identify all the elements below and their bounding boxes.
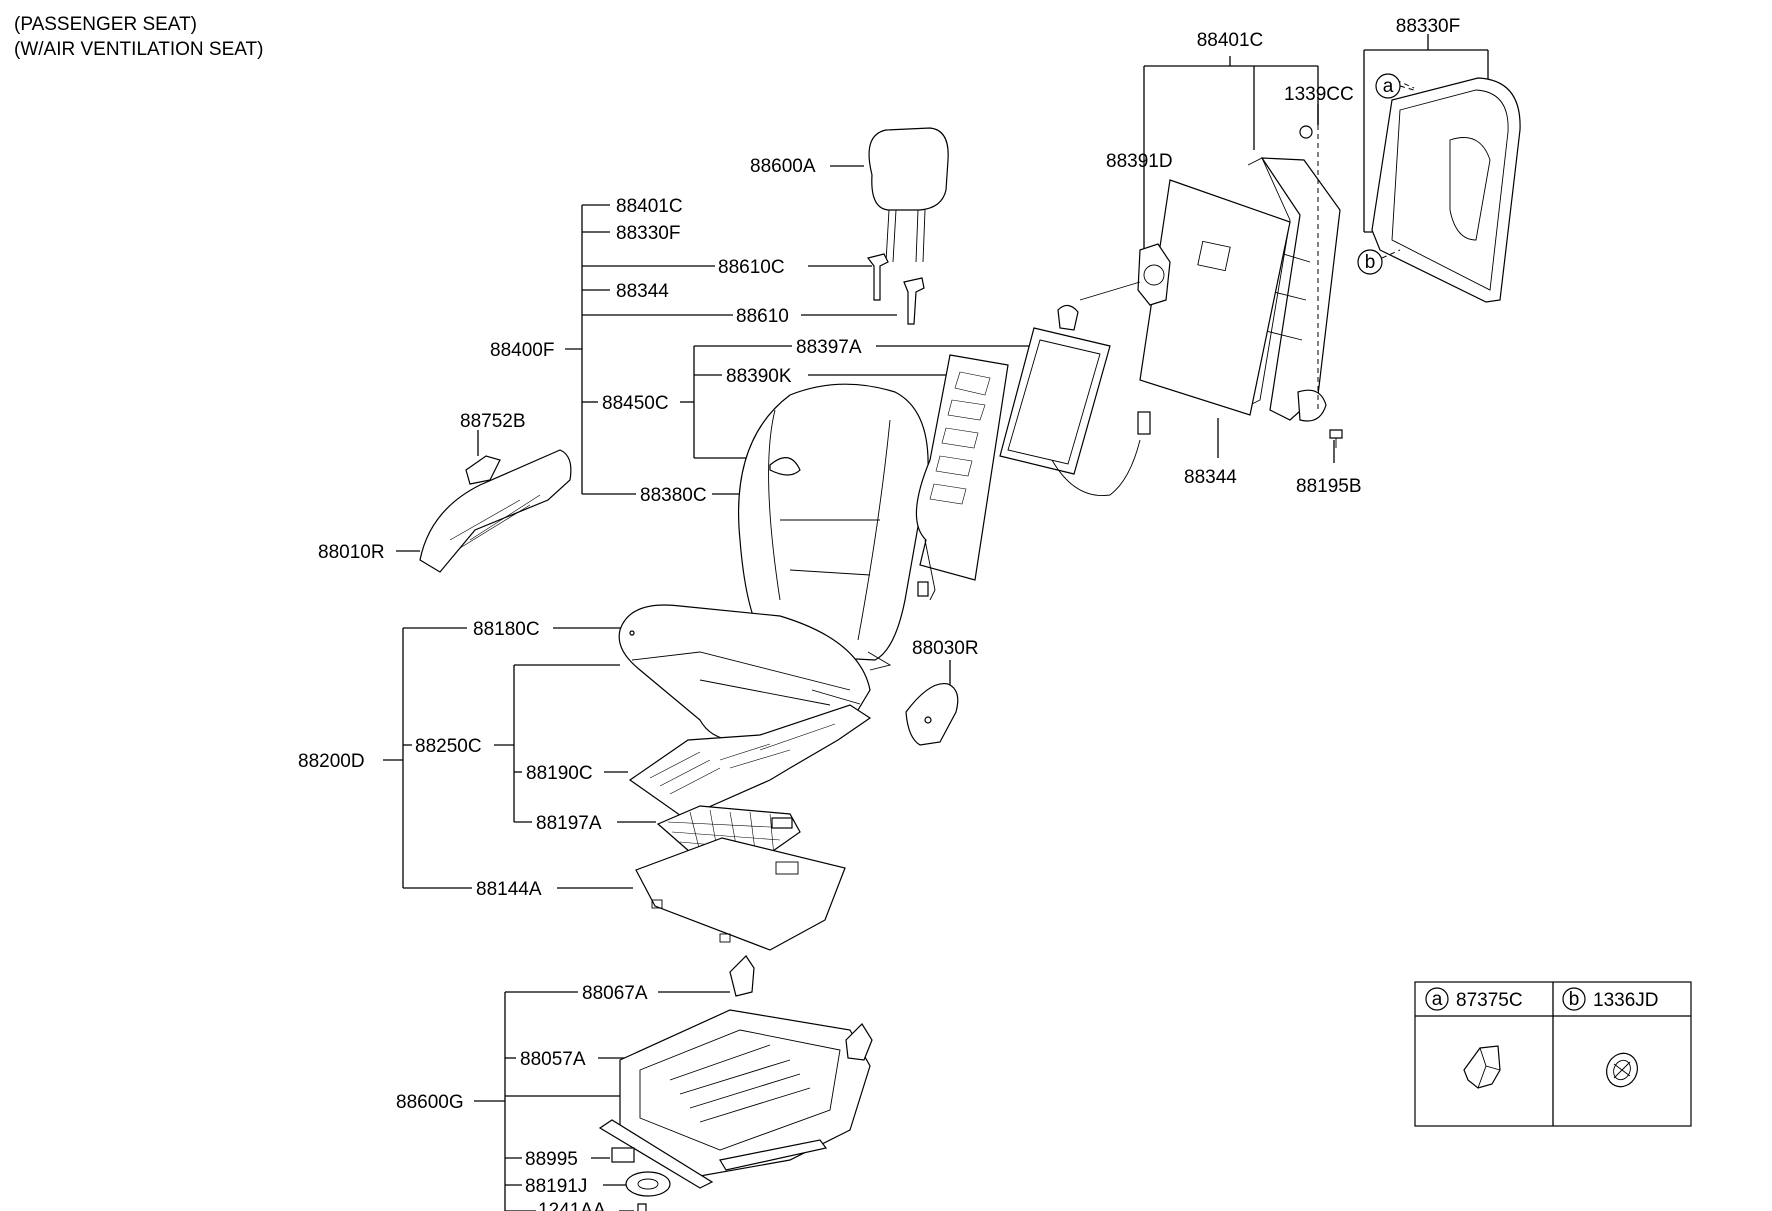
recliner-drawing <box>1079 243 1171 306</box>
side-shield-drawing <box>419 449 572 573</box>
label-88995: 88995 <box>525 1149 578 1170</box>
label-88600G: 88600G <box>396 1092 464 1113</box>
header-line-1: (PASSENGER SEAT) <box>14 14 197 35</box>
label-88191J: 88191J <box>525 1176 587 1197</box>
label-88401C-top: 88401C <box>1197 30 1264 51</box>
label-88057A: 88057A <box>520 1049 586 1070</box>
label-88330F-top: 88330F <box>1396 16 1460 37</box>
legend-b-part: 1336JD <box>1593 990 1659 1011</box>
label-88610C: 88610C <box>718 257 785 278</box>
legend-a-part: 87375C <box>1456 990 1523 1011</box>
label-88200D: 88200D <box>298 751 365 772</box>
seat-track-drawing <box>598 955 873 1211</box>
label-88380C: 88380C <box>640 485 707 506</box>
label-88030R: 88030R <box>912 638 979 659</box>
legend-b-letter: b <box>1569 989 1580 1010</box>
back-board-drawing <box>1139 179 1291 416</box>
cushion-mesh-drawing <box>656 805 801 861</box>
label-88600A: 88600A <box>750 156 816 177</box>
part-labels: 88401C 88330F 1339CC 88391D 88344 88195B… <box>298 16 1460 1211</box>
svg-text:b: b <box>1365 252 1376 273</box>
label-88344-right: 88344 <box>1184 467 1237 488</box>
label-88067A: 88067A <box>582 983 648 1004</box>
label-1339CC: 1339CC <box>1284 84 1354 105</box>
back-cover-drawing <box>737 383 929 671</box>
label-88610: 88610 <box>736 306 789 327</box>
label-88197A: 88197A <box>536 813 602 834</box>
label-88010R: 88010R <box>318 542 385 563</box>
label-88450C: 88450C <box>602 393 669 414</box>
clip-icon <box>1463 1045 1501 1089</box>
cushion-cover-drawing <box>618 604 871 741</box>
label-88344: 88344 <box>616 281 669 302</box>
legend-a-letter: a <box>1432 989 1443 1010</box>
svg-text:a: a <box>1383 76 1394 97</box>
ventilation-mat-drawing <box>999 304 1151 497</box>
label-88401C: 88401C <box>616 196 683 217</box>
headrest-drawing <box>868 127 949 263</box>
label-88330F: 88330F <box>616 223 680 244</box>
label-88250C: 88250C <box>415 736 482 757</box>
cushion-pad-drawing <box>635 837 846 951</box>
callout-a: a <box>1375 73 1415 99</box>
label-88397A: 88397A <box>796 337 862 358</box>
back-frame-drawing <box>1239 125 1341 422</box>
back-heater-pad-drawing <box>915 354 1009 601</box>
grommet-icon <box>1606 1052 1638 1088</box>
side-trim-drawing <box>905 682 959 746</box>
label-88190C: 88190C <box>526 763 593 784</box>
back-panel-drawing <box>1371 77 1521 303</box>
header-line-2: (W/AIR VENTILATION SEAT) <box>14 39 263 60</box>
leader-lines <box>383 34 1489 1211</box>
label-88391D: 88391D <box>1106 151 1173 172</box>
label-88195B: 88195B <box>1296 476 1362 497</box>
label-88752B: 88752B <box>460 411 526 432</box>
label-88144A: 88144A <box>476 879 542 900</box>
label-88390K: 88390K <box>726 366 792 387</box>
headrest-guide-drawing <box>866 253 925 325</box>
screw-drawing <box>1317 125 1343 448</box>
cushion-heater-drawing <box>628 689 872 819</box>
label-88180C: 88180C <box>473 619 540 640</box>
callout-b: b <box>1357 249 1401 275</box>
legend-box: a 87375C b 1336JD <box>1414 981 1692 1127</box>
label-88400F: 88400F <box>490 340 554 361</box>
label-1241AA: 1241AA <box>538 1200 606 1211</box>
